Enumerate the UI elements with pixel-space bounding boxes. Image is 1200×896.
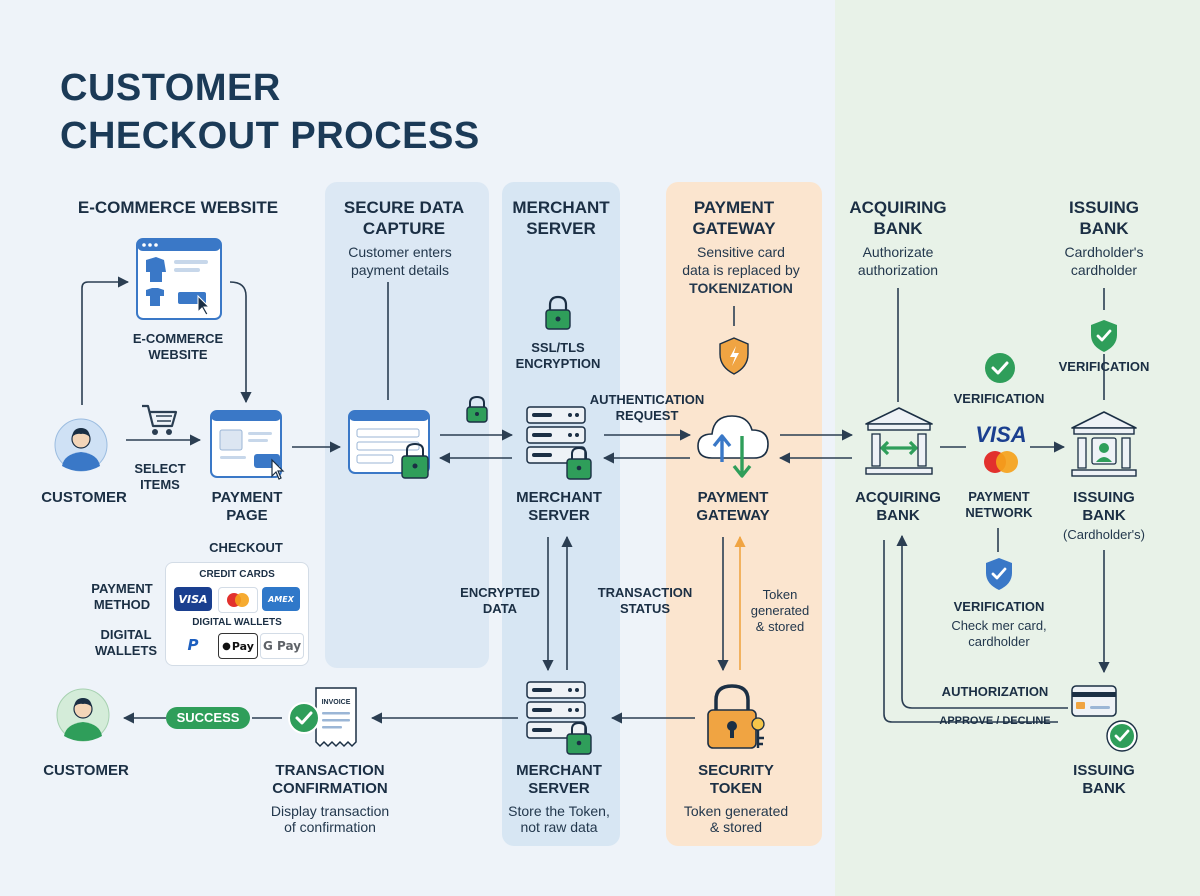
- merchant-server-bottom-icon: [526, 681, 592, 755]
- verification-shield-icon: [986, 558, 1012, 590]
- ecommerce-website-icon: [136, 238, 222, 320]
- apple-logo-icon: ●: [222, 640, 231, 652]
- security-token-icon: [707, 684, 765, 749]
- verification-label-bottom: VERIFICATION: [953, 599, 1045, 614]
- digital-wallets-title: DIGITAL WALLETS: [192, 617, 282, 628]
- verification-check-icon: [985, 353, 1015, 383]
- issuing-bank-note: (Cardholder's): [1063, 527, 1145, 542]
- verification-label-left: VERIFICATION: [953, 391, 1045, 406]
- cloud-gateway-icon: [697, 415, 769, 478]
- verification-label-right: VERIFICATION: [1058, 359, 1150, 374]
- paypal-chip[interactable]: P: [174, 633, 212, 657]
- payment-methods-card: CREDIT CARDS VISA AMEX DIGITAL WALLETS P…: [165, 562, 309, 666]
- customer-label: CUSTOMER: [41, 489, 127, 506]
- arrow-customer-to-ecommerce: [81, 276, 130, 405]
- security-token-description: Token generated& stored: [683, 803, 789, 835]
- success-badge: SUCCESS: [166, 707, 250, 729]
- apple-pay-chip[interactable]: ●Pay: [218, 633, 258, 659]
- arrow-card-to-acquiring: [896, 534, 1068, 709]
- arrow-ecommerce-to-payment-page: [229, 281, 252, 404]
- invoice-check-icon: INVOICE: [288, 687, 357, 748]
- gateway-shield-icon: [719, 337, 749, 375]
- verification-bottom-description: Check mer card,cardholder: [951, 618, 1047, 649]
- page-title: CUSTOMER CHECKOUT PROCESS: [60, 64, 480, 160]
- approve-decline-label: APPROVE / DECLINE: [939, 715, 1051, 727]
- google-pay-chip[interactable]: G Pay: [260, 633, 304, 659]
- invoice-text: INVOICE: [322, 699, 351, 706]
- visa-card-chip[interactable]: VISA: [174, 587, 212, 611]
- customer-avatar-icon: [54, 418, 108, 472]
- ssl-lock-icon: [545, 295, 571, 330]
- issuing-bank-icon: [1071, 411, 1137, 477]
- authorization-label: AUTHORIZATION: [941, 684, 1049, 699]
- merchant-server-bottom-description: Store the Token,not raw data: [508, 803, 610, 835]
- issuing-verification-shield-icon: [1091, 320, 1117, 352]
- checkout-label: CHECKOUT: [209, 540, 283, 555]
- credit-cards-title: CREDIT CARDS: [199, 569, 275, 580]
- header-ecommerce: E-COMMERCE WEBSITE: [77, 198, 279, 217]
- mastercard-logo-icon: [227, 593, 249, 607]
- amex-card-chip[interactable]: AMEX: [262, 587, 300, 611]
- mastercard-network-icon: [984, 451, 1018, 473]
- visa-network-logo: VISA: [975, 422, 1027, 447]
- mastercard-chip[interactable]: [218, 587, 258, 613]
- merchant-server-icon: [526, 406, 592, 480]
- title-line-1: CUSTOMER: [60, 67, 281, 109]
- secure-form-icon: [348, 410, 430, 479]
- acquiring-bank-icon: [865, 407, 933, 475]
- credit-card-check-icon: [1071, 685, 1138, 752]
- title-line-2: CHECKOUT PROCESS: [60, 115, 480, 157]
- payment-page-icon: [210, 410, 285, 480]
- customer-bottom-label: CUSTOMER: [43, 762, 129, 779]
- padlock-icon: [466, 395, 488, 423]
- arrow-approve-decline: [883, 540, 1058, 723]
- shopping-cart-icon: [142, 404, 178, 435]
- customer-bottom-avatar-icon: [56, 688, 110, 742]
